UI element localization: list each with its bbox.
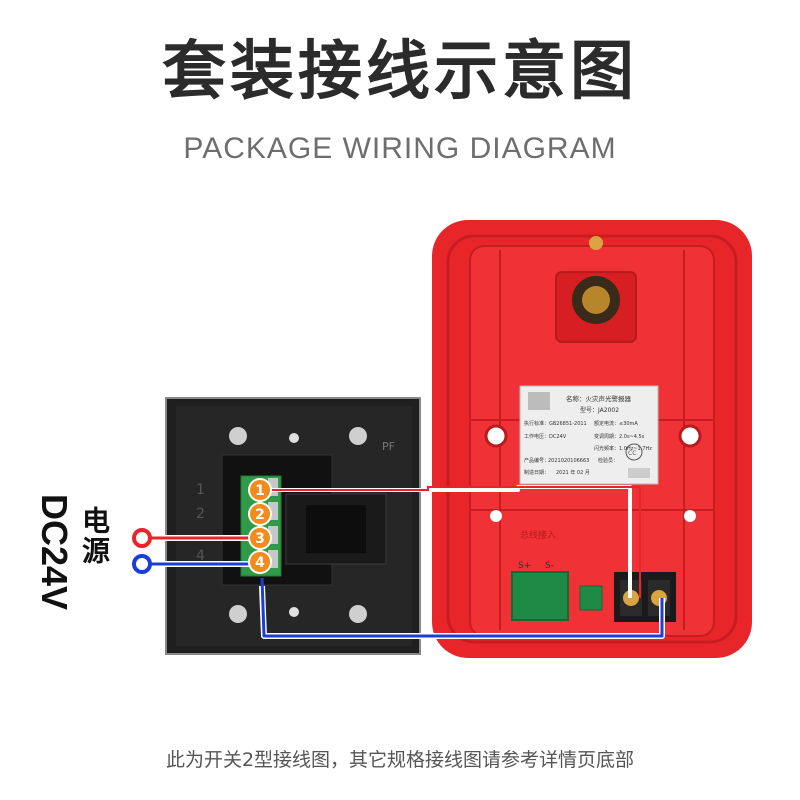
terminal-number-1: 1	[255, 483, 265, 499]
brand-logo	[528, 392, 550, 410]
terminal-number-2: 2	[255, 507, 265, 523]
nameplate-current: 额定电流：≤30mA	[594, 420, 638, 427]
nameplate-inspector: 检验员：	[598, 457, 618, 464]
nameplate-model: 型号：JA2002	[580, 406, 619, 414]
terminal-number-3: 3	[255, 531, 265, 547]
nameplate-voltage: 工作电压：DC24V	[524, 433, 567, 440]
power-supply-label: DC24V 电源	[34, 492, 111, 612]
nameplate-serial-value: 2021020106663	[548, 458, 589, 464]
terminal-badge-4	[248, 550, 272, 574]
silk-pf: PF	[382, 440, 395, 453]
silk-number-2: 2	[196, 506, 205, 522]
footer-note: 此为开关2型接线图，其它规格接线图请参考详情页底部	[165, 749, 635, 771]
terminal-number-4: 4	[255, 555, 265, 571]
silk-number-1: 1	[196, 482, 205, 498]
nameplate-name: 名称：火灾声光警报器	[566, 394, 632, 403]
nameplate-standard: 执行标准：GB26851-2011	[524, 420, 587, 427]
nameplate-flash: 闪光频率：1.0Hz~1.7Hz	[594, 445, 652, 452]
nameplate: 名称：火灾声光警报器 型号：JA2002 执行标准：GB26851-2011 额…	[519, 385, 659, 485]
screw-icon	[229, 427, 247, 445]
mounting-hole-icon	[484, 424, 508, 448]
ccc-mark-icon	[625, 443, 643, 461]
nameplate-date-value: 2021 年 02 月	[556, 469, 590, 476]
board-label-s-minus: S-	[545, 561, 554, 571]
nameplate-date-label: 制造日期：	[524, 469, 549, 476]
bus-input-label: 总线接入	[520, 529, 556, 541]
screw-icon	[349, 605, 367, 623]
screw-icon	[589, 236, 603, 250]
wire-signal-1-core	[270, 486, 640, 491]
power-voltage-label: DC24V	[34, 494, 75, 611]
mounting-hole-icon	[678, 424, 702, 448]
power-negative-terminal-icon	[132, 554, 152, 574]
board-label-s-plus: S+	[518, 561, 531, 571]
nameplate-serial-label: 产品编号：	[524, 457, 549, 464]
terminal-badges: 1 2 3 4	[248, 478, 272, 574]
terminal-badge-2	[248, 502, 272, 526]
silk-number-4: 4	[196, 548, 205, 564]
screw-icon	[229, 605, 247, 623]
switch-module: PF 1 2 4	[165, 397, 421, 655]
power-label: 电源	[78, 506, 111, 566]
page-title: 套装接线示意图	[162, 35, 638, 109]
screw-icon	[349, 427, 367, 445]
power-positive-terminal-icon	[132, 528, 152, 548]
svg-text:CC: CC	[628, 450, 636, 457]
terminal-badge-3	[248, 526, 272, 550]
terminal-badge-1	[248, 478, 272, 502]
nameplate-period: 变调周期：2.0s~4.5s	[594, 433, 645, 440]
wire-signal-2	[260, 577, 664, 638]
circuit-board	[511, 571, 569, 621]
page-subtitle: PACKAGE WIRING DIAGRAM	[183, 132, 617, 165]
alarm-unit: 名称：火灾声光警报器 型号：JA2002 执行标准：GB26851-2011 额…	[432, 220, 752, 658]
